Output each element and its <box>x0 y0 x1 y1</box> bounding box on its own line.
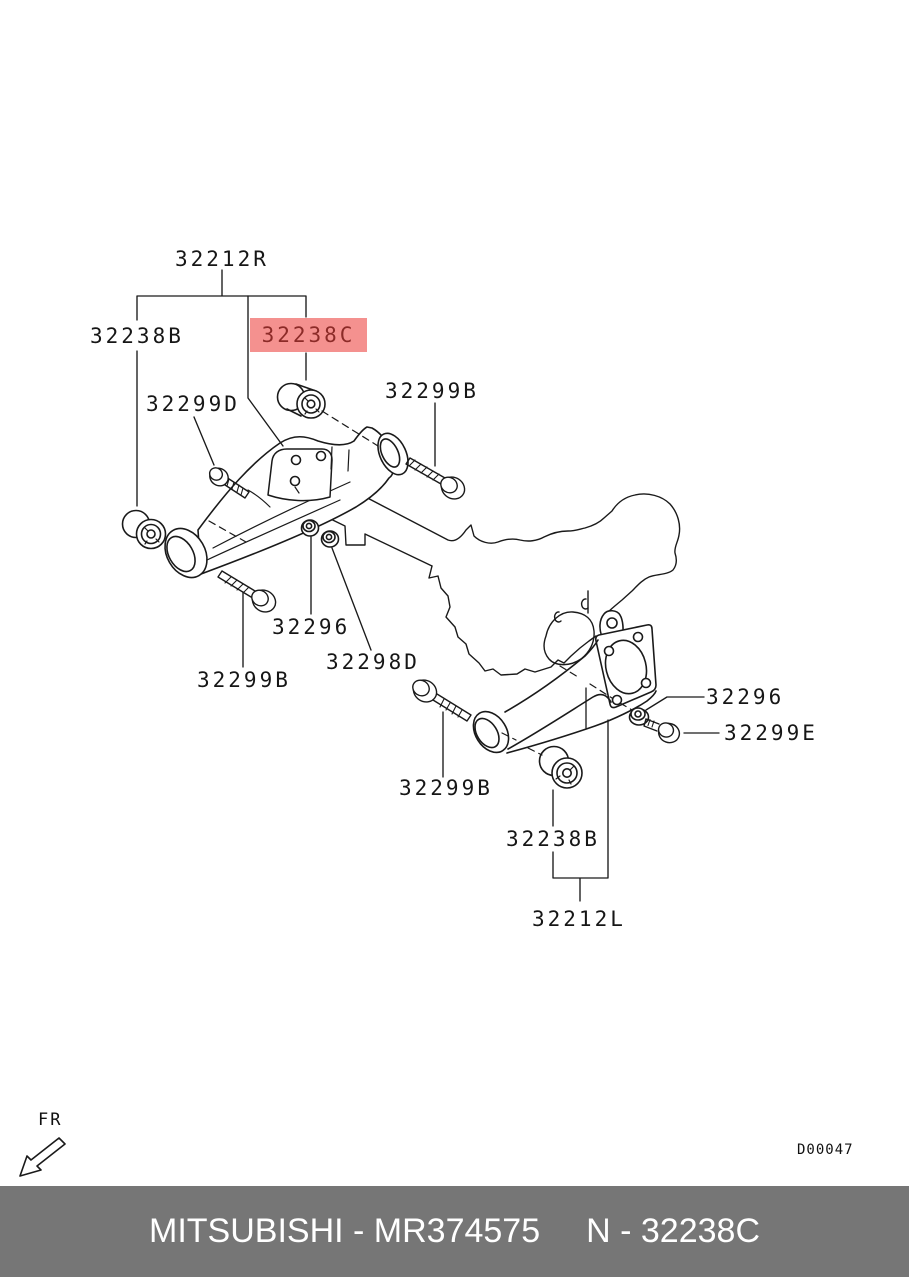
leader-lines <box>136 269 720 902</box>
label-32299D[interactable]: 32299D <box>146 392 240 416</box>
label-32299B-left[interactable]: 32299B <box>197 668 291 692</box>
label-32299B-upper-right[interactable]: 32299B <box>385 379 479 403</box>
lower-control-arm <box>472 609 657 754</box>
bolt-32299B-lower <box>412 679 472 722</box>
label-32296-upper[interactable]: 32296 <box>272 615 351 639</box>
caption-brand-part: MITSUBISHI - MR374575 <box>149 1212 541 1250</box>
bolt-32299E <box>643 718 681 744</box>
label-32298D[interactable]: 32298D <box>326 650 420 674</box>
nut-32296-right <box>628 707 650 726</box>
label-32296-right[interactable]: 32296 <box>706 685 785 709</box>
caption-bar: MITSUBISHI - MR374575 N - 32238C <box>0 1186 909 1277</box>
upper-control-arm <box>164 426 409 579</box>
nut-32298D <box>320 530 340 548</box>
bolt-32299B-left <box>217 570 277 613</box>
label-32238C-text: 32238C <box>261 322 356 347</box>
bushing-32238B-upper <box>121 509 167 550</box>
bolt-32299B-upper <box>405 457 466 500</box>
front-direction-arrow <box>19 1137 66 1177</box>
arm-bracket-plate <box>267 448 333 502</box>
label-32212L[interactable]: 32212L <box>532 907 626 931</box>
differential-housing-outline <box>309 479 681 676</box>
label-32299E[interactable]: 32299E <box>724 721 818 745</box>
label-32299B-lower[interactable]: 32299B <box>399 776 493 800</box>
label-32238B-lower[interactable]: 32238B <box>506 827 600 851</box>
caption-ref-number: N - 32238C <box>586 1212 760 1250</box>
bushing-32238C <box>276 382 326 419</box>
drawing-number: D00047 <box>797 1142 854 1158</box>
nut-32296-upper <box>300 519 320 537</box>
label-32212R[interactable]: 32212R <box>175 247 269 271</box>
assembly-axis-dashes <box>208 410 633 756</box>
label-32238C-highlighted[interactable]: 32238C <box>250 318 367 352</box>
label-32238B-upper-left[interactable]: 32238B <box>90 324 184 348</box>
fr-indicator-label: FR <box>38 1110 63 1130</box>
bolt-32299D <box>208 467 250 499</box>
bushing-32238B-lower <box>538 745 583 789</box>
